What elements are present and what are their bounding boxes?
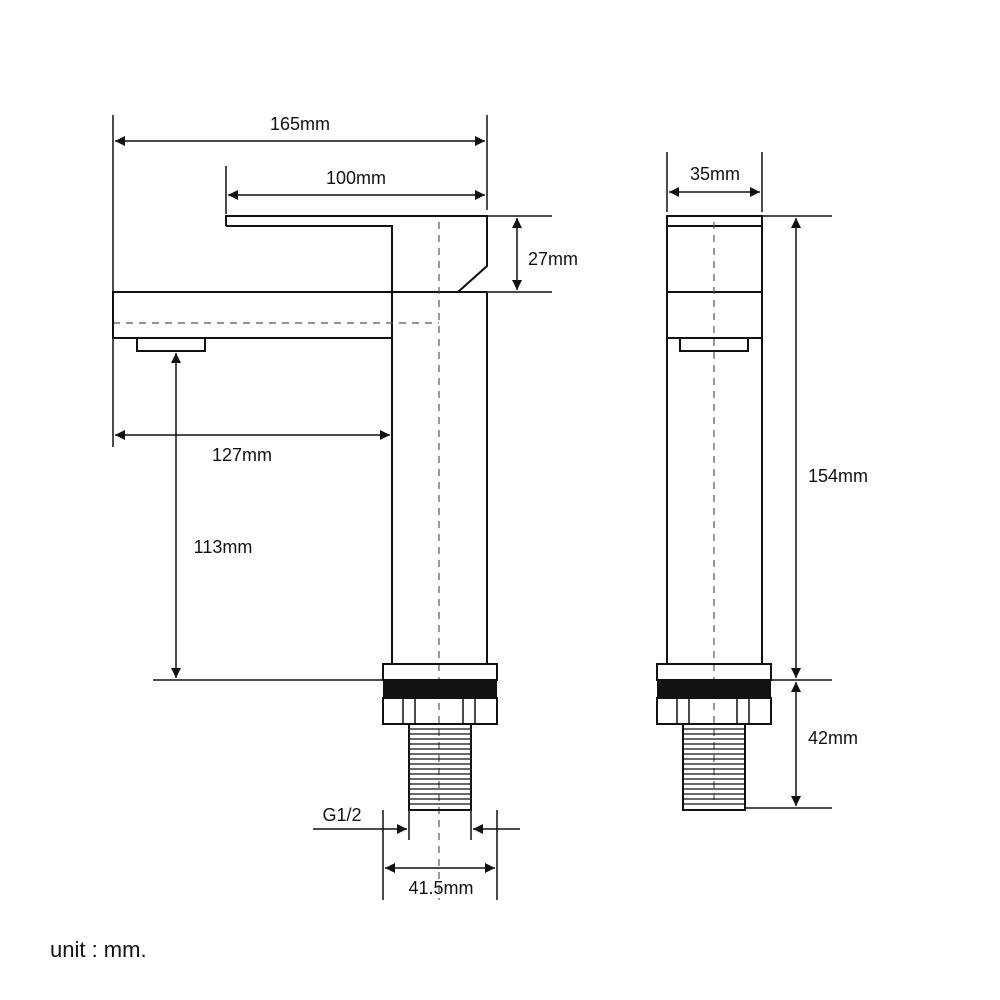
side-collar-band	[657, 680, 771, 698]
front-collar-band	[383, 680, 497, 698]
label-spout-height: 113mm	[194, 537, 253, 557]
front-aerator	[136, 337, 206, 352]
label-handle-height: 27mm	[528, 249, 578, 269]
label-handle-length: 100mm	[326, 168, 386, 188]
label-spout-reach: 127mm	[212, 445, 272, 465]
label-thread: G1/2	[322, 805, 361, 825]
label-base-height: 42mm	[808, 728, 858, 748]
front-thread-lines	[409, 728, 471, 805]
label-total-length: 165mm	[270, 114, 330, 134]
dimension-labels: 165mm 100mm 27mm 127mm 113mm 35mm 154mm …	[50, 114, 868, 962]
side-thread	[682, 723, 746, 811]
front-handle-top	[225, 215, 488, 293]
front-handle-outline	[226, 225, 393, 292]
front-nut	[382, 697, 498, 725]
dimension-lines	[112, 115, 832, 900]
front-view	[112, 215, 498, 900]
side-body	[666, 215, 763, 665]
side-view	[656, 215, 772, 811]
front-collar	[382, 663, 498, 681]
front-spout	[112, 291, 393, 339]
side-aerator	[679, 337, 749, 352]
label-base-width: 41.5mm	[408, 878, 473, 898]
side-thread-lines	[683, 728, 745, 805]
front-thread	[408, 723, 472, 811]
label-body-height: 154mm	[808, 466, 868, 486]
unit-note: unit : mm.	[50, 937, 147, 962]
label-body-width: 35mm	[690, 164, 740, 184]
